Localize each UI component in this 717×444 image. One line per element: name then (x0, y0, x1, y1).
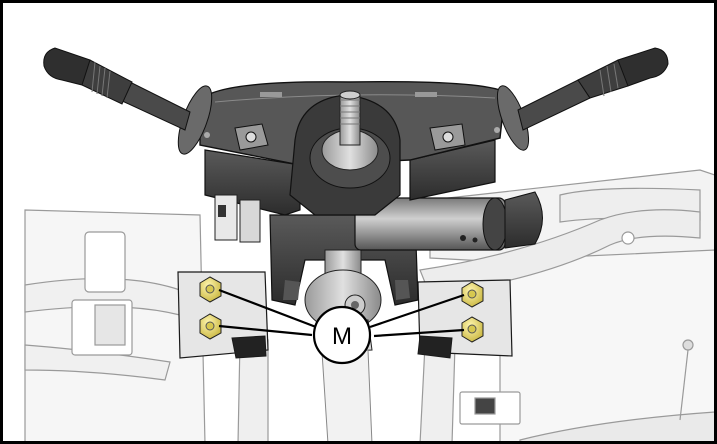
callout-label: M (332, 323, 352, 350)
callout-m: M (312, 305, 372, 365)
nut-lower-right (461, 316, 484, 343)
lock-actuator-cylinder (354, 191, 543, 251)
mounting-nuts (199, 276, 484, 343)
turn-signal-stalk (43, 47, 213, 155)
nut-upper-right (461, 281, 484, 308)
callout-leader-lines (218, 288, 465, 338)
nut-lower-left (199, 313, 222, 340)
left-mounting-plate (177, 271, 269, 359)
right-mounting-plate (417, 279, 513, 359)
nut-upper-left (199, 276, 222, 303)
wiper-stalk (496, 47, 669, 151)
